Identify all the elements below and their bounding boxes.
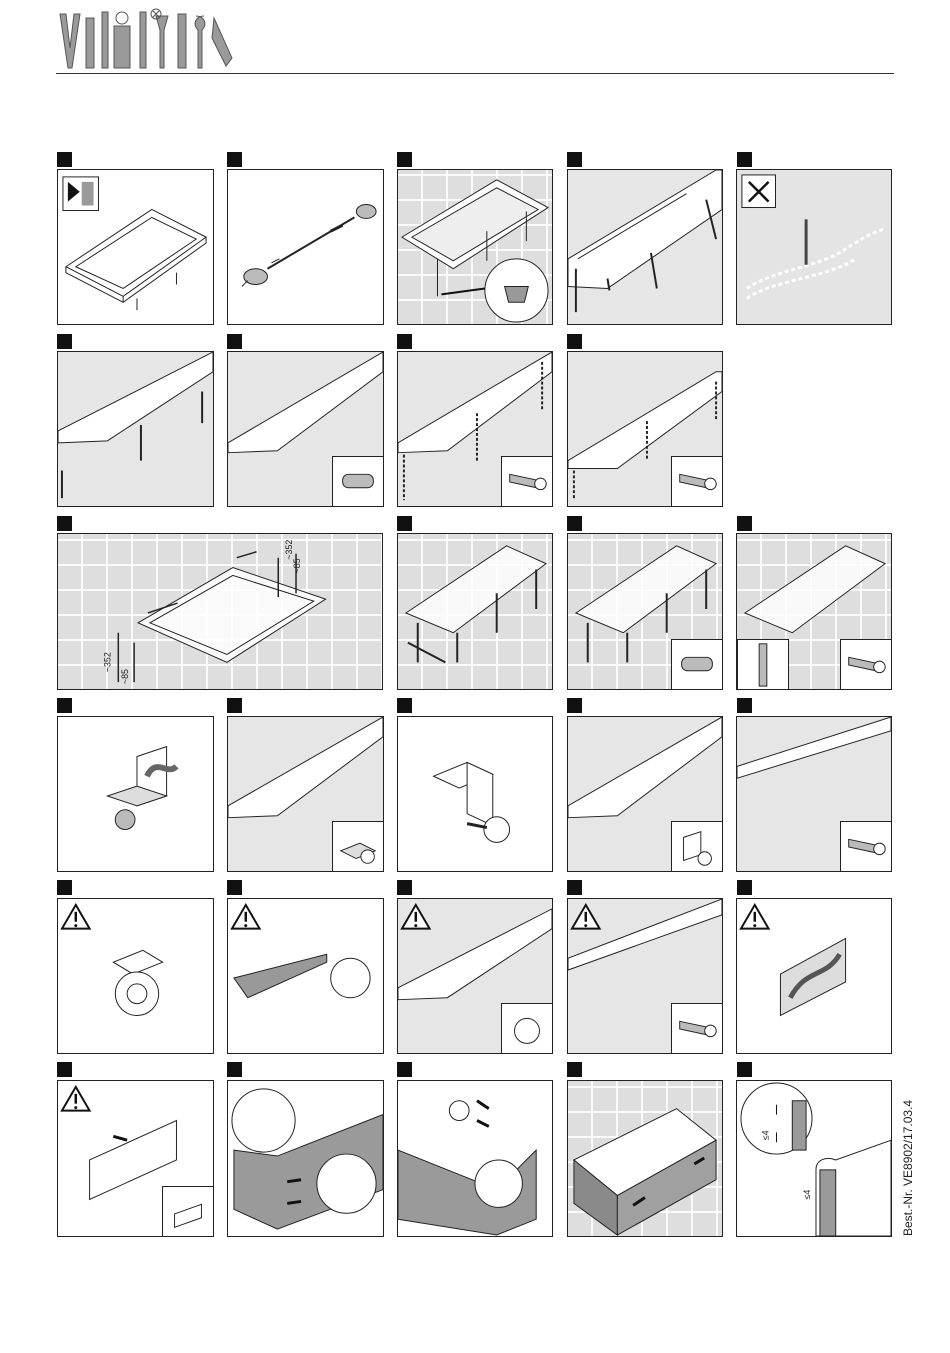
warning-triangle-icon xyxy=(232,905,260,929)
step-panel-bracket-screw xyxy=(736,716,892,872)
step-panel-install-brackets xyxy=(397,898,553,1054)
step-marker xyxy=(737,880,752,895)
step-marker xyxy=(567,880,582,895)
step-marker xyxy=(397,880,412,895)
step-panel-mark-positions xyxy=(57,351,214,507)
step-panel-fix-feet xyxy=(567,351,723,507)
step-marker xyxy=(57,334,72,349)
bracket-inset xyxy=(332,821,384,872)
step-marker xyxy=(397,516,412,531)
step-marker xyxy=(737,1062,752,1077)
step-panel-position-feet xyxy=(567,169,723,325)
screw-inset xyxy=(671,1003,723,1054)
step-panel-screw-feet xyxy=(397,351,553,507)
step-marker xyxy=(227,1062,242,1077)
brand-tools-logo xyxy=(56,8,236,70)
step-panel-attach-front xyxy=(227,1080,384,1237)
dowel-inset xyxy=(332,456,384,507)
step-panel-assemble-foot xyxy=(227,169,384,325)
step-panel-frame-place xyxy=(397,533,553,690)
warning-triangle-icon xyxy=(741,905,769,929)
bracket-inset xyxy=(501,1003,553,1054)
step-panel-bracket-detail xyxy=(57,716,214,872)
gap-dimension-label: ≤4 xyxy=(802,1190,812,1200)
step-panel-adjust-feet xyxy=(397,169,553,325)
step-marker xyxy=(567,698,582,713)
step-panel-attach-side xyxy=(397,1080,553,1237)
step-panel-bracket-warning xyxy=(57,898,214,1054)
step-panel-bracket-knob xyxy=(397,716,553,872)
step-panel-finished-tub xyxy=(567,1080,723,1237)
dowel-inset xyxy=(671,639,723,690)
step-panel-unpack xyxy=(57,169,214,325)
warning-triangle-icon xyxy=(62,905,90,929)
dimension-label: ~352 xyxy=(102,652,112,672)
warning-triangle-icon xyxy=(62,1087,90,1111)
step-panel-frame-screw xyxy=(736,533,892,690)
manual-page-icon xyxy=(63,177,99,211)
step-panel-bracket-attach xyxy=(567,716,723,872)
step-panel-bracket-mount xyxy=(227,716,384,872)
step-marker xyxy=(567,152,582,167)
step-marker xyxy=(397,698,412,713)
step-marker xyxy=(57,152,72,167)
step-marker xyxy=(227,880,242,895)
dimension-label: ~85 xyxy=(292,558,302,573)
step-panel-drill-holes xyxy=(227,351,384,507)
pad-inset xyxy=(162,1186,214,1237)
step-panel-gap-check: ≤4 ≤4 xyxy=(736,1080,892,1237)
dimension-label: ~85 xyxy=(120,669,130,684)
cross-box-icon xyxy=(742,175,776,208)
step-panel-floor-heating xyxy=(736,169,892,325)
screw-inset xyxy=(840,821,892,872)
bracket-inset xyxy=(671,821,723,872)
dimension-label: ~352 xyxy=(284,540,294,560)
step-marker xyxy=(737,516,752,531)
step-panel-screw-brackets xyxy=(567,898,723,1054)
step-marker xyxy=(567,516,582,531)
step-marker xyxy=(737,698,752,713)
step-marker xyxy=(397,1062,412,1077)
step-marker xyxy=(57,1062,72,1077)
step-marker xyxy=(567,334,582,349)
step-marker xyxy=(227,698,242,713)
header-rule xyxy=(56,73,894,74)
step-panel-adhesive-pad xyxy=(736,898,892,1054)
screw-inset xyxy=(501,456,553,507)
step-panel-frame-dowel xyxy=(567,533,723,690)
rod-inset xyxy=(737,639,789,690)
step-marker xyxy=(397,334,412,349)
step-marker xyxy=(227,334,242,349)
step-marker xyxy=(57,698,72,713)
bathtub-drawing xyxy=(66,209,206,310)
step-marker xyxy=(397,152,412,167)
step-panel-frame-dimensions: ~352 ~85 ~352 ~85 xyxy=(57,533,383,690)
screw-inset xyxy=(671,456,723,507)
step-marker xyxy=(57,516,72,531)
step-marker xyxy=(57,880,72,895)
step-marker xyxy=(737,152,752,167)
screw-inset xyxy=(840,639,892,690)
order-number: Best.-Nr. VE8902/17.03.4 xyxy=(901,1100,915,1236)
step-marker xyxy=(227,152,242,167)
step-marker xyxy=(567,1062,582,1077)
step-panel-cut-rod xyxy=(227,898,384,1054)
step-panel-panel-clips xyxy=(57,1080,214,1237)
gap-dimension-label: ≤4 xyxy=(761,1130,771,1140)
threaded-rod-drawing xyxy=(242,205,376,287)
